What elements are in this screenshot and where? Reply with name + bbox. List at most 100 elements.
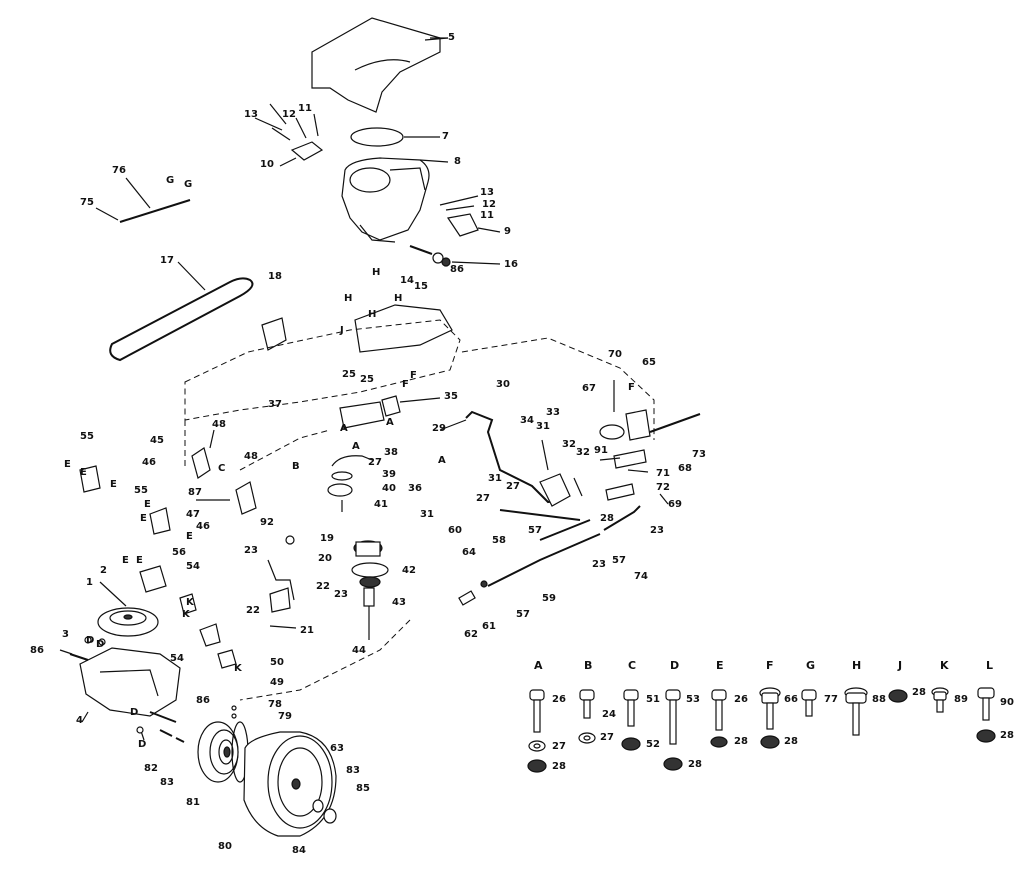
callout-label: 67 [582,383,596,394]
callout-label: 31 [488,473,502,484]
callout-label: 81 [186,797,200,808]
callout-label: K [186,597,194,608]
callout-label: F [628,382,635,393]
callout-label: 15 [414,281,428,292]
callout-label: B [292,461,300,472]
callout-label: 44 [352,645,366,656]
callout-label: E [144,499,151,510]
key-part: 90 [1000,697,1014,708]
callout-label: 87 [188,487,202,498]
key-part: 26 [552,694,566,705]
key-letter: G [806,659,816,672]
callout-label: 3 [62,629,69,640]
callout-label: H [344,293,353,304]
callout-label: G [166,175,175,186]
callout-label: 39 [382,469,396,480]
callout-label: 79 [278,711,292,722]
pivot-assembly [339,395,441,429]
spindle-pulley [351,540,389,640]
callout-label: 2 [100,565,107,576]
callout-label: K [234,663,242,674]
callout-label: 31 [536,421,550,432]
callout-label: E [140,513,147,524]
callout-label: 19 [320,533,334,544]
callout-label: 59 [542,593,556,604]
deck-bracket-18 [261,317,287,351]
callout-label: 84 [292,845,306,856]
key-part: 66 [784,694,798,705]
callout-label: 43 [392,597,406,608]
callout-label: 48 [244,451,258,462]
callout-label: 71 [656,468,670,479]
callout-label: 9 [504,226,511,237]
key-part: 28 [552,761,566,772]
key-letter: C [628,659,637,672]
callout-label: K [182,609,190,620]
callout-label: 58 [492,535,506,546]
callout-label: A [438,455,446,466]
pulley-stack-38-40 [327,455,373,512]
callout-label: 63 [330,743,344,754]
callout-label: 34 [520,415,534,426]
small-linkage [267,535,297,629]
callout-label: 45 [150,435,164,446]
callout-label: F [402,379,409,390]
callout-label: 13 [480,187,494,198]
callout-label: 68 [678,463,692,474]
callout-label: 40 [382,483,396,494]
callout-label: 76 [112,165,126,176]
callout-label: 14 [400,275,414,286]
key-part: 51 [646,694,660,705]
callout-label: D [138,739,147,750]
transmission [59,636,181,741]
shaft-parts [409,245,501,267]
callout-label: 82 [144,763,158,774]
callout-label: 32 [562,439,576,450]
callout-label: 69 [668,499,682,510]
callout-label: 55 [80,431,94,442]
callout-label: 5 [448,32,455,43]
callout-label: 54 [170,653,184,664]
key-part: 77 [824,694,838,705]
washers-78-79 [231,705,237,719]
callout-label: 10 [260,159,274,170]
callout-label: 28 [600,513,614,524]
callout-label: 27 [368,457,382,468]
deck-top [354,304,453,353]
rear-tire [243,731,337,837]
lift-handle [439,410,561,504]
key-part: 26 [734,694,748,705]
callout-label: 75 [80,197,94,208]
callout-label: 22 [246,605,260,616]
hardware-key-drawings [527,687,996,773]
callout-label: 74 [634,571,648,582]
callout-label: 92 [260,517,274,528]
spacers-82-83 [159,729,185,743]
callout-label: A [340,423,348,434]
key-letter: H [852,659,862,672]
callout-label: 61 [482,621,496,632]
key-part: 28 [734,736,748,747]
key-letter: E [716,659,724,672]
callout-label: J [340,325,344,336]
drive-belt [109,261,254,362]
screen-ring [350,127,404,147]
callout-label: 64 [462,547,476,558]
callout-label: D [86,635,95,646]
callout-label: 37 [268,399,282,410]
linkage-33 [499,439,591,541]
key-letter: F [766,659,774,672]
callout-label: H [368,309,377,320]
key-part: 24 [602,709,616,720]
left-bracket-parts [79,429,257,535]
callout-label: 72 [656,482,670,493]
callout-label: 23 [334,589,348,600]
callout-label: 55 [134,485,148,496]
key-part: 28 [784,736,798,747]
callout-label: 4 [76,715,83,726]
callout-label: E [136,555,143,566]
callout-label: 18 [268,271,282,282]
key-letter: L [986,659,994,672]
